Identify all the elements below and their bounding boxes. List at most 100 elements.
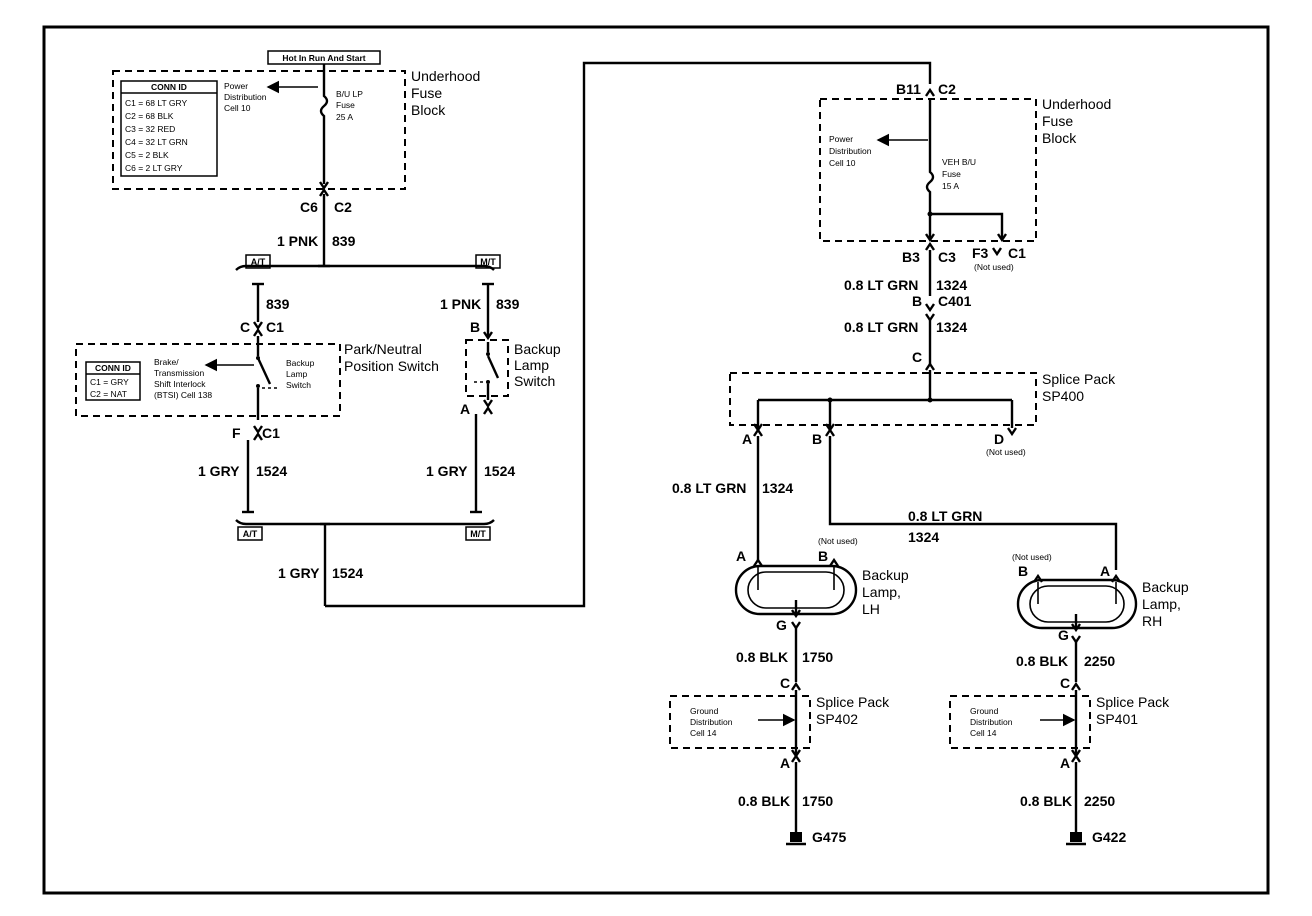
conn-id-row: C4 = 32 LT GRN — [125, 137, 188, 147]
ground-dist-label-3: Cell 14 — [690, 728, 717, 738]
pin-c-label: C — [912, 349, 922, 365]
bls-title-3: Switch — [514, 373, 555, 389]
fuse-label-1: B/U LP — [336, 89, 363, 99]
power-dist-label-3: Cell 10 — [224, 103, 251, 113]
fuse-label-3: 15 A — [942, 181, 959, 191]
conn-c3-label: C3 — [938, 249, 956, 265]
wire-1524-route — [325, 61, 932, 608]
backup-lamp-switch-mt: B Backup Lamp Switch A — [460, 319, 561, 417]
not-used-label: (Not used) — [1012, 552, 1052, 562]
circuit-1324-branches: 0.8 LT GRN 1324 0.8 LT GRN 1324 — [672, 436, 1118, 570]
conn-id-title: CONN ID — [151, 82, 187, 92]
pin-g-label: G — [1058, 627, 1069, 643]
conn-c1-label: C1 — [266, 319, 284, 335]
not-used-label: (Not used) — [986, 447, 1026, 457]
ground-dist-label-3: Cell 14 — [970, 728, 997, 738]
pin-b-label: B — [818, 548, 828, 564]
diagram-frame — [42, 25, 1270, 895]
pin-c-label: C — [240, 319, 250, 335]
fuse-block-outline — [819, 98, 1037, 242]
hot-label: Hot In Run And Start — [282, 53, 365, 63]
bls-title-1: Backup — [514, 341, 561, 357]
conn-id-table — [120, 80, 218, 177]
pin-b-label: B — [470, 319, 480, 335]
wire-gauge-label: 0.8 BLK — [736, 649, 788, 665]
ground-icon — [786, 832, 806, 846]
conn-id-row: C1 = GRY — [90, 377, 129, 387]
conn-c6-label: C6 — [300, 199, 318, 215]
pin-a-label: A — [1100, 563, 1110, 579]
wire-circuit-label: 839 — [266, 296, 290, 312]
conn-id-row: C1 = 68 LT GRY — [125, 98, 187, 108]
power-dist-label-2: Distribution — [829, 146, 872, 156]
wire-circuit-label: 2250 — [1084, 793, 1115, 809]
lamp-rh-title-2: Lamp, — [1142, 596, 1181, 612]
wire-gauge-label: 1 PNK — [277, 233, 318, 249]
pnp-switch-outline — [75, 343, 341, 417]
conn-id-table — [85, 361, 141, 401]
lamp-rh-title-3: RH — [1142, 613, 1162, 629]
btsi-label-1: Brake/ — [154, 357, 179, 367]
sp400-title-1: Splice Pack — [1042, 371, 1116, 387]
pin-b-label: B — [1018, 563, 1028, 579]
park-neutral-position-switch: C C1 Park/Neutral Position Switch CONN I… — [75, 319, 439, 441]
wire-1324-rh — [828, 436, 1118, 570]
conn-id-row: C3 = 32 RED — [125, 124, 175, 134]
at-mt-branch — [235, 264, 495, 271]
ground-icon — [1066, 832, 1086, 846]
backup-lamp-switch-outline — [465, 339, 509, 397]
wire-circuit-label: 1324 — [936, 277, 967, 293]
wire-gauge-label: 0.8 BLK — [1016, 653, 1068, 669]
pin-a-label: A — [736, 548, 746, 564]
ground-g422-label: G422 — [1092, 829, 1126, 845]
bls-title-2: Lamp — [514, 357, 549, 373]
pin-c-label: C — [1060, 675, 1070, 691]
sp400-title-2: SP400 — [1042, 388, 1084, 404]
wire-circuit-label: 1324 — [936, 319, 967, 335]
conn-c401-label: C401 — [938, 293, 972, 309]
wire-circuit-label: 1750 — [802, 793, 833, 809]
wire-gauge-label: 1 GRY — [198, 463, 240, 479]
fuse-symbol — [925, 98, 935, 240]
pin-g-label: G — [776, 617, 787, 633]
fuse-label-2: Fuse — [336, 100, 355, 110]
pin-f-label: F — [232, 425, 241, 441]
power-dist-label-1: Power — [829, 134, 853, 144]
at-tag: A/T — [243, 529, 258, 539]
fuse-block-title-3: Block — [411, 102, 446, 118]
conn-id-row: C2 = NAT — [90, 389, 127, 399]
wire-gauge-label: 0.8 BLK — [1020, 793, 1072, 809]
conn-id-row: C5 = 2 BLK — [125, 150, 169, 160]
circuit-1324: 0.8 LT GRN 1324 B C401 0.8 LT GRN 1324 C — [844, 250, 972, 371]
pin-b11-label: B11 — [896, 81, 921, 97]
conn-c2-label: C2 — [334, 199, 352, 215]
ground-dist-label-2: Distribution — [690, 717, 733, 727]
fuse-label-2: Fuse — [942, 169, 961, 179]
at-tag-box — [237, 526, 263, 541]
wire-circuit-label: 839 — [332, 233, 356, 249]
wire-circuit-label: 1524 — [256, 463, 287, 479]
conn-id-title: CONN ID — [95, 363, 131, 373]
mt-tag: M/T — [480, 257, 496, 267]
wire-circuit-label: 1524 — [332, 565, 363, 581]
switch-contact — [256, 357, 272, 385]
ground-g475-label: G475 — [812, 829, 846, 845]
mt-tag: M/T — [470, 529, 486, 539]
power-dist-label-1: Power — [224, 81, 248, 91]
sp402-title-2: SP402 — [816, 711, 858, 727]
pin-a-label: A — [780, 755, 790, 771]
splice-pack-sp400: Splice Pack SP400 A B D (Not used) — [729, 370, 1116, 457]
conn-c1-label: C1 — [1008, 245, 1026, 261]
wire-gauge-label: 1 GRY — [426, 463, 468, 479]
underhood-fuse-block-right: B11 C2 Underhood Fuse Block Power Distri… — [819, 81, 1111, 272]
wire-circuit-label: 2250 — [1084, 653, 1115, 669]
pin-a-label: A — [1060, 755, 1070, 771]
fuse-block-outline — [112, 70, 406, 190]
lamp-lh-title-1: Backup — [862, 567, 909, 583]
wire-circuit-label: 1524 — [484, 463, 515, 479]
backup-lamp-switch-label-3: Switch — [286, 380, 311, 390]
not-used-label: (Not used) — [974, 262, 1014, 272]
btsi-label-2: Transmission — [154, 368, 204, 378]
pin-b-label: B — [812, 431, 822, 447]
fuse-block-title-1: Underhood — [1042, 96, 1111, 112]
